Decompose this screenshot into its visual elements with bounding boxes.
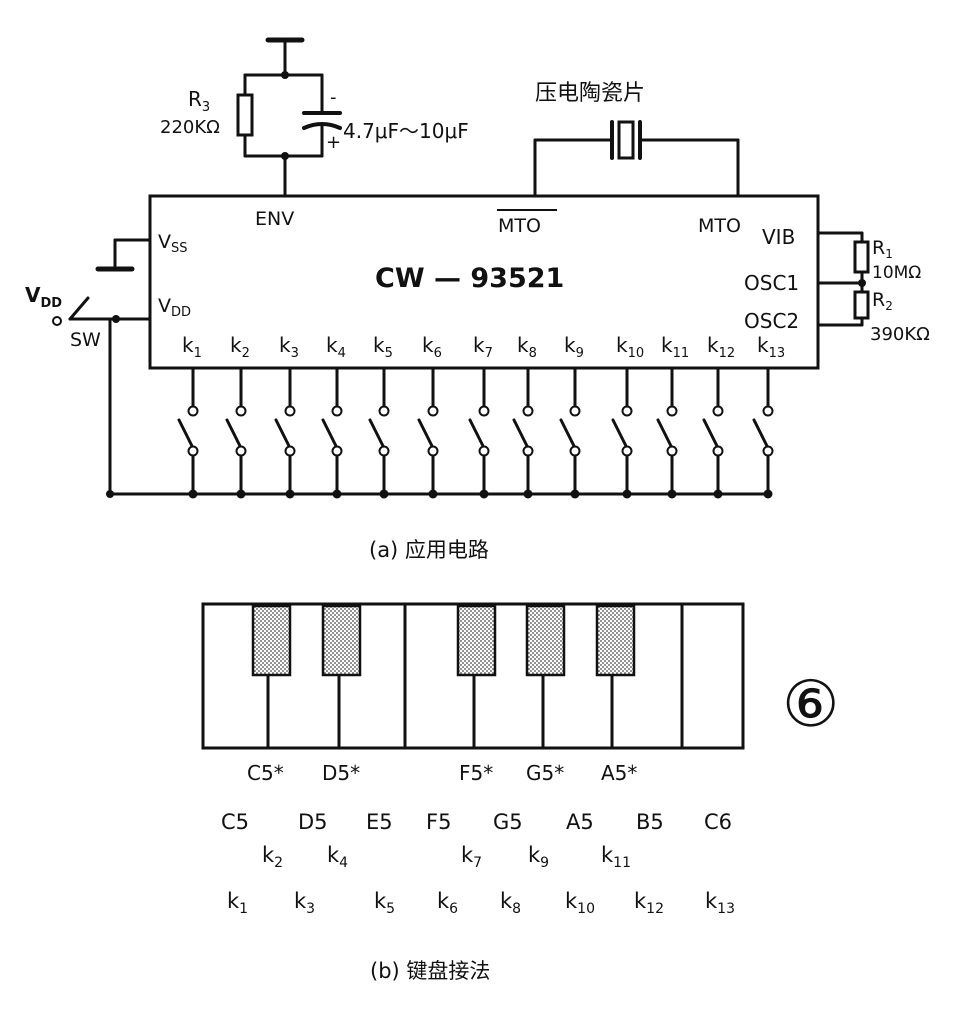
pin-vdd-label: VDD [158, 295, 191, 320]
pin-vss-label: VSS [158, 231, 188, 256]
ic-pin-k8-label: k8 [517, 333, 537, 361]
ic-pin-k9-label: k9 [564, 333, 584, 361]
ic-key-pin-labels: k1 k2 k3 k4 k5 k6 k7 k8 k9 k10 k11 k12 k13 [182, 333, 785, 361]
power-network [52, 238, 152, 496]
osc-network [816, 231, 870, 327]
r3-label: R3 [188, 87, 210, 115]
figure-number: ⑥ [782, 668, 839, 742]
ic-body [148, 194, 820, 370]
sharp-note-label: G5* [526, 761, 564, 785]
natural-note-label: D5 [298, 810, 328, 834]
black-key-3 [456, 604, 497, 677]
sharp-key-pin-label: k7 [461, 843, 482, 871]
ic-pin-k12-label: k12 [707, 333, 735, 361]
key-switch-k8 [512, 366, 534, 499]
r2-resistor [853, 290, 870, 320]
caption-b: (b) 键盘接法 [370, 959, 490, 983]
black-key-5 [595, 604, 636, 677]
natural-note-label: G5 [493, 810, 523, 834]
piano-keyboard [201, 602, 745, 750]
key-switch-k13 [752, 366, 774, 499]
sharp-key-pin-label: k11 [601, 843, 631, 871]
sharp-key-pin-label: k2 [262, 843, 283, 871]
sharp-note-label: C5* [247, 761, 284, 785]
ic-pin-k4-label: k4 [326, 333, 346, 361]
ic-pin-k13-label: k13 [757, 333, 785, 361]
caption-a: (a) 应用电路 [369, 538, 489, 562]
black-key-1 [251, 604, 292, 677]
natural-key-pin-label: k5 [374, 889, 395, 917]
key-switch-k4 [321, 366, 343, 499]
black-key-4 [525, 604, 566, 677]
ic-pin-k5-label: k5 [373, 333, 393, 361]
env-network [236, 37, 342, 196]
cap-value: 4.7μF～10μF [343, 119, 469, 143]
natural-note-label: E5 [366, 810, 393, 834]
r2-label: R2 [872, 289, 893, 313]
r1-value: 10MΩ [872, 263, 921, 283]
r3-value: 220KΩ [160, 117, 220, 138]
natural-key-pin-label: k3 [294, 889, 315, 917]
buzzer-label: 压电陶瓷片 [535, 81, 645, 106]
black-key-2 [321, 604, 362, 677]
natural-note-label: B5 [636, 810, 664, 834]
r1-label: R1 [872, 237, 893, 261]
pin-osc1-label: OSC1 [744, 271, 799, 295]
key-switch-k9 [559, 366, 581, 499]
natural-key-pin-label: k10 [565, 889, 595, 917]
ic-pin-k11-label: k11 [661, 333, 689, 361]
r1-resistor [853, 240, 870, 274]
vdd-supply-label: VDD [25, 283, 62, 311]
key-switch-k2 [225, 366, 247, 499]
cap-plus-sign: + [326, 132, 341, 153]
cap-minus-sign: - [330, 87, 337, 108]
key-switch-k5 [368, 366, 390, 499]
piezo-buzzer [533, 120, 740, 198]
sharp-note-label: F5* [459, 761, 493, 785]
ic-part-number: CW — 93521 [375, 263, 564, 294]
natural-key-pin-label: k12 [634, 889, 664, 917]
ic-pin-k2-label: k2 [230, 333, 250, 361]
capacitor-plate-bottom [302, 122, 342, 130]
ic-pin-k1-label: k1 [182, 333, 202, 361]
natural-note-label: A5 [566, 810, 594, 834]
sharp-note-label: D5* [322, 761, 360, 785]
natural-key-pin-label: k8 [500, 889, 521, 917]
key-switch-k7 [468, 366, 490, 499]
natural-note-label: C5 [221, 810, 249, 834]
ic-pin-k6-label: k6 [422, 333, 442, 361]
pin-env-label: ENV [255, 208, 294, 230]
r3-resistor [236, 93, 254, 137]
switch-label: SW [70, 329, 101, 351]
pin-mto-label: MTO [698, 215, 741, 237]
key-switch-k12 [702, 366, 724, 499]
black-keys [251, 604, 636, 677]
key-switch-k3 [274, 366, 296, 499]
natural-note-label: F5 [426, 810, 451, 834]
ic-pin-k10-label: k10 [616, 333, 644, 361]
key-switch-k11 [656, 366, 678, 499]
key-switch-k1 [177, 366, 199, 499]
key-switch-k6 [417, 366, 439, 499]
key-switch-array [177, 366, 774, 499]
sharp-key-pin-label: k4 [327, 843, 348, 871]
ic-pin-k7-label: k7 [473, 333, 493, 361]
pin-osc2-label: OSC2 [744, 309, 799, 333]
natural-note-label: C6 [704, 810, 732, 834]
r2-value: 390KΩ [870, 324, 930, 345]
key-switch-k10 [611, 366, 633, 499]
power-switch [68, 296, 90, 321]
sharp-note-label: A5* [601, 761, 637, 785]
pin-mto-bar-label: MTO [498, 215, 541, 237]
natural-key-pin-label: k13 [705, 889, 735, 917]
natural-key-pin-label: k1 [227, 889, 248, 917]
pin-vib-label: VIB [762, 225, 795, 249]
natural-key-pin-label: k6 [437, 889, 458, 917]
ic-pin-k3-label: k3 [279, 333, 299, 361]
sharp-key-pin-label: k9 [528, 843, 549, 871]
